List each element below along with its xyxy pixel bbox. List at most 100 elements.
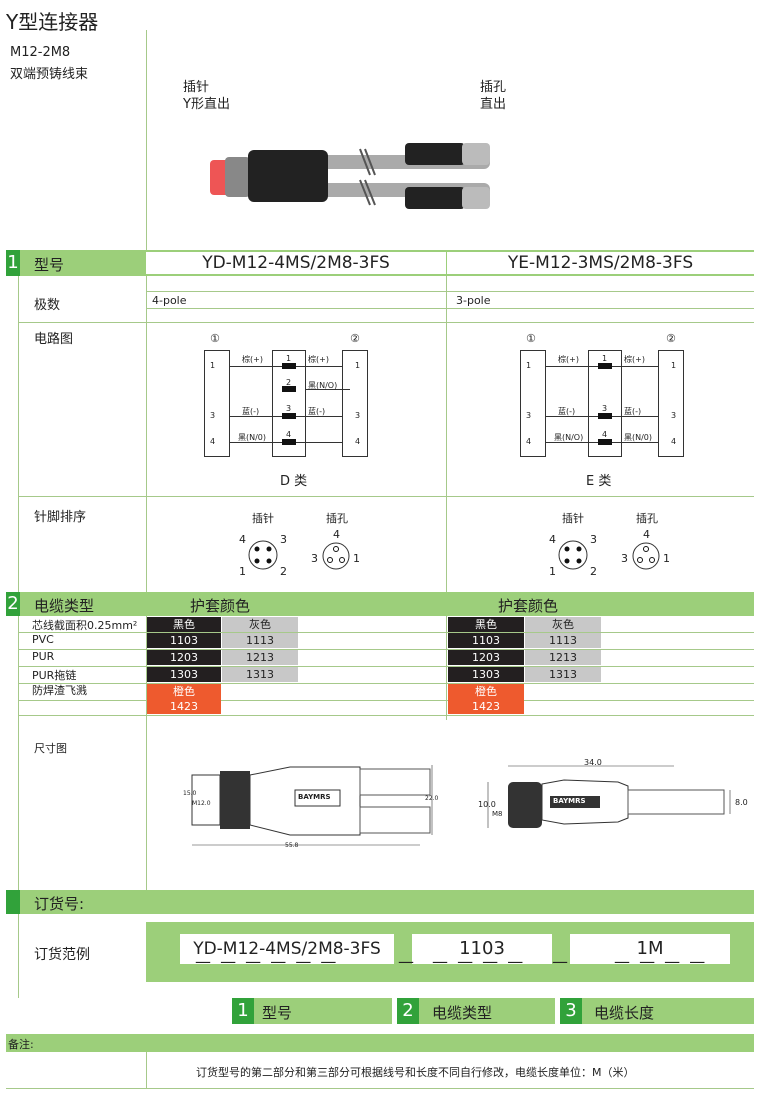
model-a: YD-M12-4MS/2M8-3FS bbox=[146, 252, 446, 274]
legend-number: 2 bbox=[397, 998, 419, 1024]
cable-cell: 灰色 bbox=[525, 617, 601, 632]
female-label: 插孔 bbox=[326, 512, 348, 525]
cable-cell: 1423 bbox=[448, 699, 524, 714]
pin-number: 4 bbox=[286, 430, 292, 439]
notes-divider bbox=[146, 1052, 147, 1088]
legend-number: 3 bbox=[560, 998, 582, 1024]
dimension-drawing-b bbox=[487, 765, 731, 828]
dim-value: 55.8 bbox=[285, 842, 299, 849]
pin-number: 4 bbox=[602, 430, 608, 439]
pin-number: 3 bbox=[602, 404, 608, 413]
cable-cell: 1313 bbox=[525, 667, 601, 682]
circle-2: ② bbox=[666, 332, 676, 345]
legend-label: 型号 bbox=[262, 1004, 293, 1022]
cable-cell: 黑色 bbox=[147, 617, 221, 632]
left-grid-line bbox=[18, 914, 19, 998]
dim-value: M12.0 bbox=[192, 800, 211, 807]
pin-number: 4 bbox=[643, 528, 650, 541]
pin-number: 1 bbox=[671, 361, 677, 370]
wire-label: 黑(N/O) bbox=[308, 381, 338, 390]
page-title: Y型连接器 bbox=[6, 10, 99, 34]
wire-label: 蓝(-) bbox=[558, 407, 576, 416]
cable-cell: 1213 bbox=[525, 650, 601, 665]
section2-number: 2 bbox=[6, 592, 20, 616]
male-label: 插针 bbox=[562, 512, 584, 525]
label-grid-line bbox=[146, 250, 147, 890]
mid-grid-line bbox=[446, 250, 447, 720]
dim-value: 15.0 bbox=[183, 790, 197, 797]
cable-cell: 1113 bbox=[222, 633, 298, 648]
pin-number: 2 bbox=[286, 378, 292, 387]
notes-text: 订货型号的第二部分和第三部分可根据线号和长度不同自行修改，电缆长度单位：M（米） bbox=[196, 1066, 635, 1079]
pin-number: 4 bbox=[333, 528, 340, 541]
row-divider bbox=[18, 683, 754, 684]
pin-number: 2 bbox=[590, 565, 597, 578]
female-pin-icon bbox=[322, 542, 350, 570]
cable-cell: 1303 bbox=[448, 667, 524, 682]
row-label: PVC bbox=[32, 633, 54, 646]
circuit-class-a: D 类 bbox=[280, 474, 308, 489]
row-label: PUR拖链 bbox=[32, 669, 77, 682]
photo-label-right-1: 插孔 bbox=[480, 80, 507, 95]
pin-number: 1 bbox=[355, 361, 361, 370]
pin-number: 4 bbox=[671, 437, 677, 446]
row-divider bbox=[18, 715, 754, 716]
dimension-drawing-a bbox=[191, 765, 433, 846]
pin-number: 1 bbox=[549, 565, 556, 578]
order-band bbox=[6, 890, 754, 914]
notes-bottom bbox=[6, 1088, 754, 1089]
wire-label: 黑(N/0) bbox=[624, 433, 653, 442]
cable-cell: 1113 bbox=[525, 633, 601, 648]
dim-value: BAYMRS bbox=[298, 793, 331, 801]
cable-cell: 1303 bbox=[147, 667, 221, 682]
wire-label: 蓝(-) bbox=[624, 407, 642, 416]
pin-number: 4 bbox=[549, 533, 556, 546]
pin-number: 1 bbox=[526, 361, 532, 370]
cable-cell: 橙色 bbox=[448, 684, 524, 699]
cable-cell: 1103 bbox=[448, 633, 524, 648]
male-pin-icon bbox=[558, 540, 588, 570]
pin-number: 4 bbox=[239, 533, 246, 546]
male-label: 插针 bbox=[252, 512, 274, 525]
jacket-label-a: 护套颜色 bbox=[190, 597, 251, 615]
subtitle: 双端预铸线束 bbox=[10, 67, 89, 82]
order-cable: 1103 bbox=[412, 934, 552, 964]
row-label: 防焊渣飞溅 bbox=[32, 684, 87, 697]
model-b: YE-M12-3MS/2M8-3FS bbox=[447, 252, 754, 274]
notes-band bbox=[6, 1034, 754, 1052]
circle-1: ① bbox=[210, 332, 220, 345]
notes-label: 备注: bbox=[8, 1038, 34, 1051]
dim-value: 10.0 bbox=[478, 800, 496, 809]
model-series: M12-2M8 bbox=[10, 45, 71, 60]
circle-1: ① bbox=[526, 332, 536, 345]
row-divider bbox=[146, 308, 754, 309]
cable-cell: 1203 bbox=[147, 650, 221, 665]
pin-number: 1 bbox=[602, 354, 608, 363]
cable-cell: 1423 bbox=[147, 699, 221, 714]
pin-number: 4 bbox=[210, 437, 216, 446]
pin-number: 3 bbox=[355, 411, 361, 420]
circuit-label: 电路图 bbox=[34, 332, 74, 347]
pin-number: 3 bbox=[671, 411, 677, 420]
pin-order-label: 针脚排序 bbox=[34, 510, 87, 525]
pin-number: 1 bbox=[239, 565, 246, 578]
male-pin-icon bbox=[248, 540, 278, 570]
pin-number: 1 bbox=[663, 552, 670, 565]
female-label: 插孔 bbox=[636, 512, 658, 525]
pin-number: 3 bbox=[280, 533, 287, 546]
header-divider bbox=[146, 30, 147, 250]
order-example-label: 订货范例 bbox=[34, 947, 90, 963]
section2-label: 电缆类型 bbox=[34, 597, 95, 615]
cable-cell: 橙色 bbox=[147, 684, 221, 699]
wire-label: 棕(+) bbox=[242, 355, 263, 364]
jacket-label-b: 护套颜色 bbox=[498, 597, 559, 615]
dim-value: 34.0 bbox=[584, 758, 602, 767]
pin-number: 4 bbox=[355, 437, 361, 446]
product-photo bbox=[210, 143, 490, 209]
photo-label-left-2: Y形直出 bbox=[183, 97, 230, 112]
pin-number: 3 bbox=[621, 552, 628, 565]
dim-value: BAYMRS bbox=[553, 797, 586, 805]
wire-label: 棕(+) bbox=[558, 355, 579, 364]
photo-label-right-2: 直出 bbox=[480, 97, 507, 112]
row-divider bbox=[18, 322, 754, 323]
